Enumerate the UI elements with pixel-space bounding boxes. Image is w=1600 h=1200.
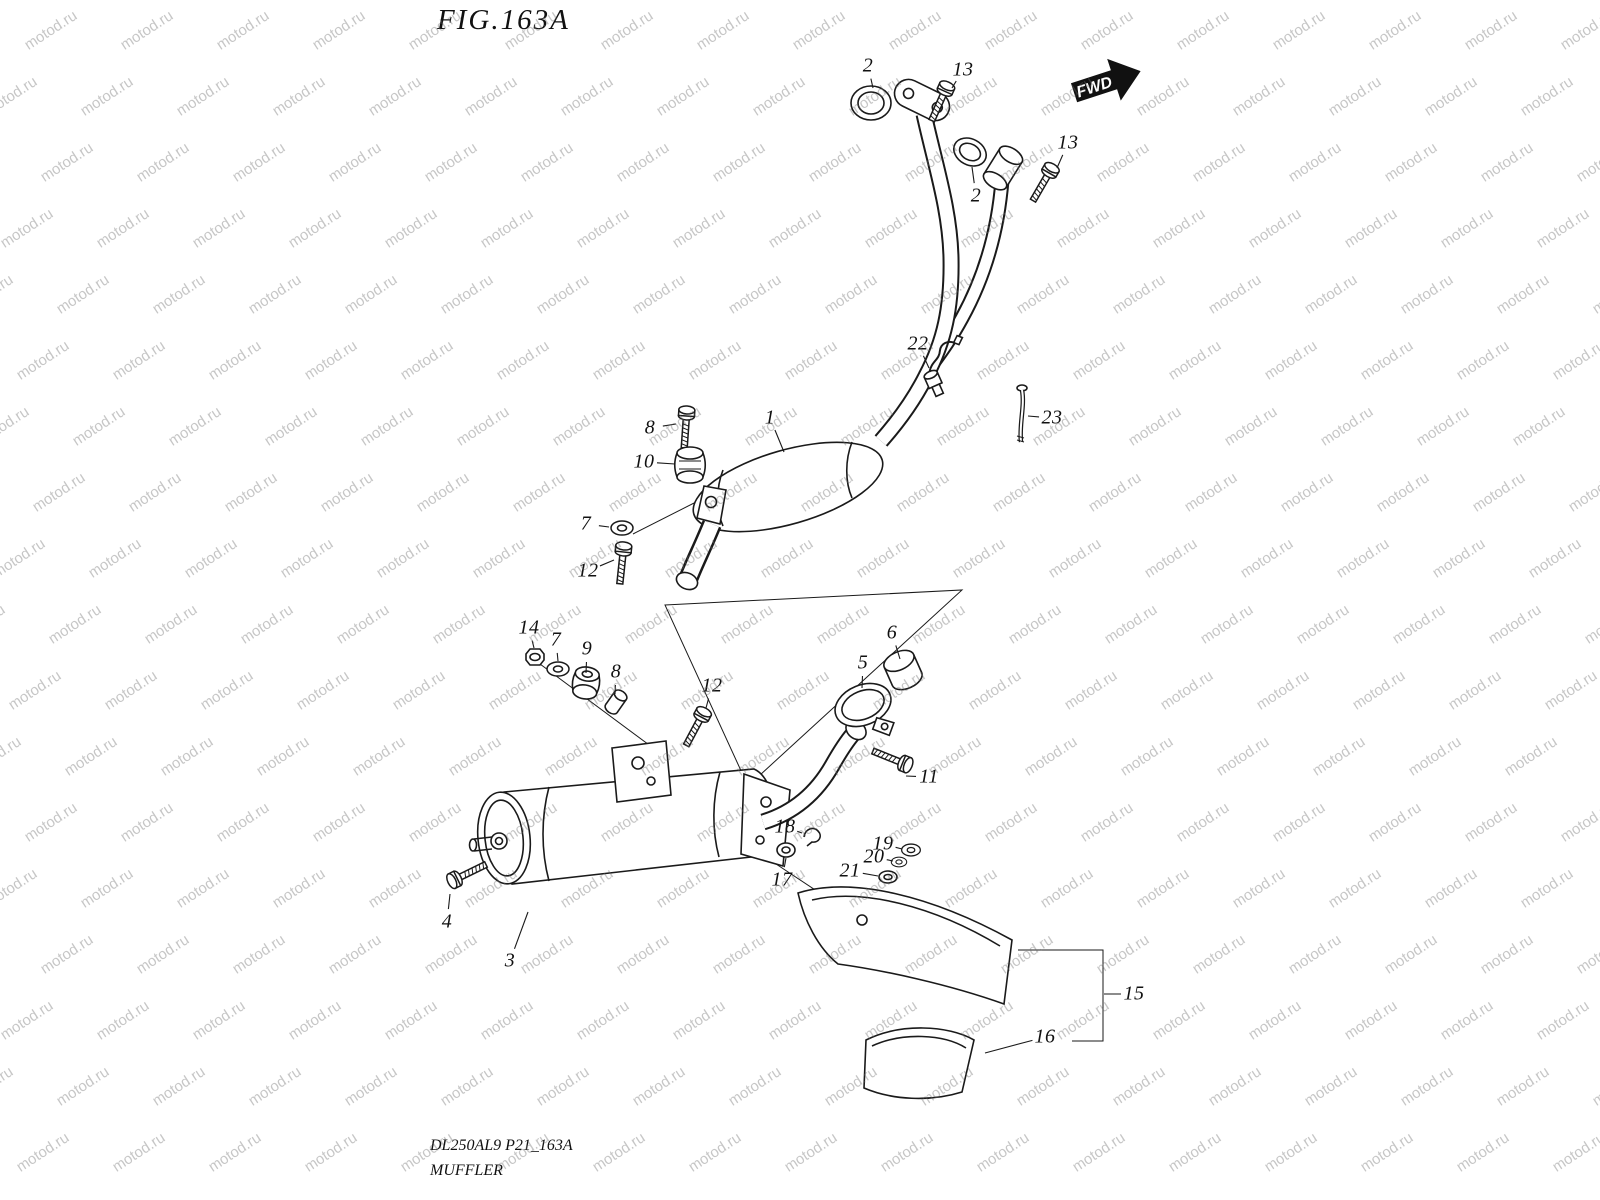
leader-line-10	[656, 462, 676, 465]
leader-line-4	[447, 893, 451, 910]
connector-gasket	[883, 649, 923, 691]
leader-line-7	[598, 525, 610, 528]
catalytic-chamber	[675, 441, 884, 591]
leader-line-19	[895, 846, 903, 850]
rubber-bushing	[571, 666, 601, 700]
leader-line-20	[886, 859, 894, 862]
leader-line-21	[862, 872, 879, 877]
figure-footer: DL250AL9 P21_163A MUFFLER	[430, 1134, 573, 1184]
pipe-clamp	[834, 682, 895, 737]
mount-damper	[673, 446, 707, 484]
leader-line-17	[783, 857, 787, 868]
spacer-collar	[604, 689, 628, 715]
figure-part-name: MUFFLER	[430, 1161, 503, 1179]
leader-line-12	[599, 559, 615, 567]
leader-line-3	[513, 911, 529, 949]
muffler-bracket	[611, 740, 672, 803]
joint-gasket	[952, 137, 988, 167]
leader-line-2	[971, 166, 975, 184]
leader-line-7	[556, 652, 559, 662]
leader-line-12	[705, 698, 710, 709]
leader-line-6	[895, 645, 901, 660]
leader-line-13	[951, 80, 957, 89]
heat-shield-lower	[863, 1027, 975, 1100]
sealing-ring	[776, 842, 796, 858]
header-pipe-front	[874, 112, 960, 447]
heat-shield-upper	[797, 886, 1013, 1006]
leader-line-13	[1056, 154, 1064, 169]
leader-line-8	[662, 423, 677, 427]
model-code: DL250AL9 P21_163A	[430, 1137, 573, 1154]
hanger-pin	[1016, 384, 1028, 443]
leader-line-14	[531, 640, 535, 649]
leader-line-16	[984, 1039, 1033, 1054]
shield-grommet	[878, 870, 898, 884]
muffler-body	[468, 768, 776, 885]
shield-clip	[803, 827, 821, 847]
leader-line-18	[797, 830, 803, 834]
leader-line-23	[1027, 415, 1040, 418]
flange-gasket-upper	[850, 85, 892, 121]
leader-line-22	[922, 355, 930, 369]
oxygen-sensor	[923, 334, 964, 398]
hanger-nut	[525, 648, 545, 666]
leader-line-1	[774, 429, 785, 453]
leader-line-2	[870, 78, 874, 89]
figure-title: FIG.163A	[437, 4, 570, 36]
